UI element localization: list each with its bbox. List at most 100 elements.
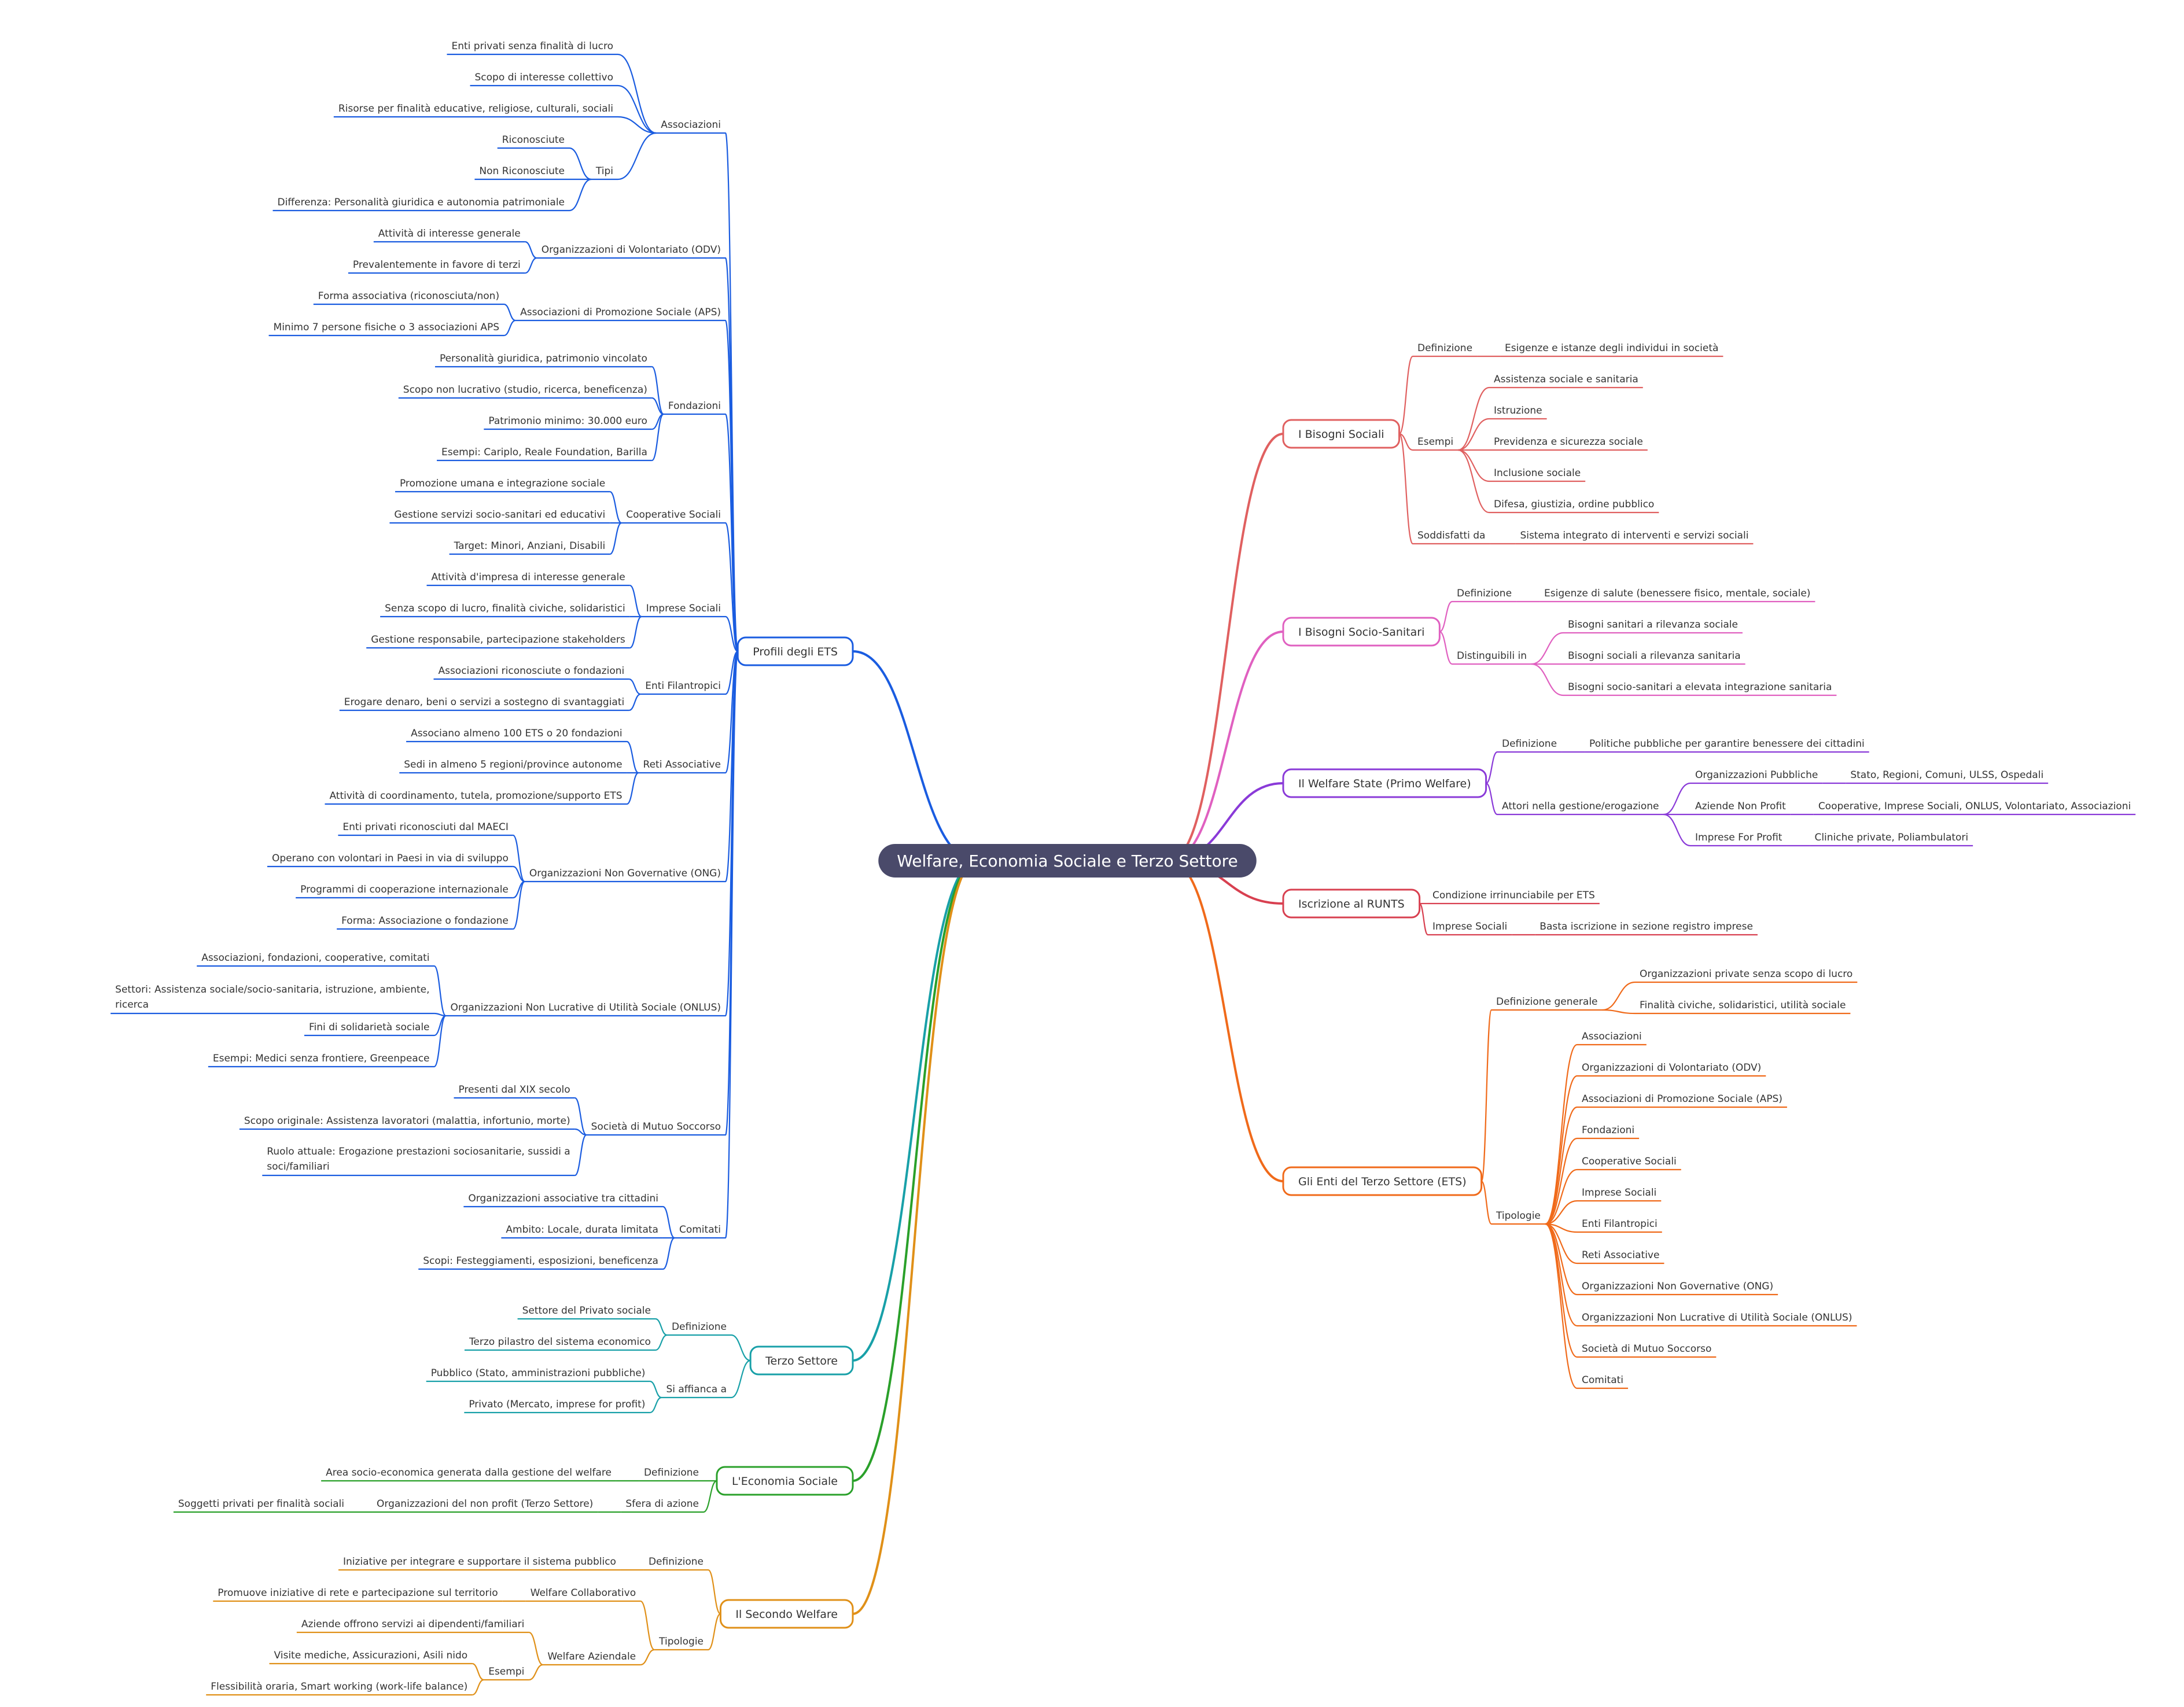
sub-reti[interactable]: Reti Associative — [643, 759, 721, 770]
root-bubble[interactable] — [878, 844, 1257, 878]
sub-definizione-generale[interactable]: Definizione generale — [1496, 996, 1598, 1008]
leaf-comitati: Ambito: Locale, durata limitata — [506, 1224, 658, 1236]
connector-line — [1480, 1009, 1493, 1182]
branch-economia-sociale[interactable]: L'Economia Sociale — [732, 1475, 838, 1488]
connector-line — [529, 1664, 543, 1681]
connector-line — [1545, 1223, 1578, 1327]
connector-line — [708, 1613, 721, 1651]
leaf-tipologia: Organizzazioni di Volontariato (ODV) — [1582, 1062, 1761, 1074]
sub-definizione[interactable]: Definizione — [1457, 588, 1512, 599]
connector-line — [617, 84, 657, 134]
leaf-tipologia: Organizzazioni Non Lucrative di Utilità … — [1582, 1312, 1852, 1323]
sub-esempi[interactable]: Esempi — [488, 1666, 524, 1677]
connector-line — [1169, 631, 1284, 862]
leaf-fondazioni: Scopo non lucrativo (studio, ricerca, be… — [403, 384, 647, 396]
connector-line — [574, 1128, 587, 1136]
leaf-definizione: Area socio-economica generata dalla gest… — [326, 1467, 612, 1479]
connector-line — [609, 522, 622, 555]
sub-welfare-aziendale[interactable]: Welfare Aziendale — [547, 1651, 636, 1662]
connector-line — [1419, 902, 1429, 936]
sub-odv[interactable]: Organizzazioni di Volontariato (ODV) — [542, 244, 721, 256]
connector-line — [651, 366, 664, 415]
connector-line — [724, 650, 739, 1239]
leaf-definizione-generale: Organizzazioni private senza scopo di lu… — [1640, 968, 1852, 980]
sub-cooperative[interactable]: Cooperative Sociali — [626, 509, 721, 521]
sub-definizione[interactable]: Definizione — [672, 1321, 727, 1333]
leaf-aziendale: Aziende offrono servizi ai dipendenti/fa… — [301, 1618, 525, 1630]
sub-attore[interactable]: Aziende Non Profit — [1695, 801, 1786, 812]
sub-attore[interactable]: Imprese For Profit — [1695, 832, 1782, 843]
sub-esempi[interactable]: Esempi — [1417, 436, 1453, 448]
connector-line — [731, 1334, 751, 1362]
connector-line — [1531, 632, 1564, 665]
connector-line — [513, 865, 525, 883]
sub-filantropici[interactable]: Enti Filantropici — [645, 680, 721, 692]
branch-secondo-welfare[interactable]: Il Secondo Welfare — [735, 1608, 838, 1621]
connector-line — [433, 1015, 447, 1068]
sub-tipologie[interactable]: Tipologie — [1496, 1210, 1541, 1222]
sub-ong[interactable]: Organizzazioni Non Governative (ONG) — [529, 868, 721, 879]
leaf-odv: Attività di interesse generale — [378, 228, 521, 239]
connector-line — [1457, 449, 1490, 514]
leaf-soddisfatti: Sistema integrato di interventi e serviz… — [1520, 530, 1748, 541]
sub-definizione[interactable]: Definizione — [649, 1556, 704, 1568]
leaf-attore: Cliniche private, Poliambulatori — [1814, 832, 1968, 843]
leaf-esempio: Previdenza e sicurezza sociale — [1494, 436, 1643, 448]
sub-definizione[interactable]: Definizione — [1417, 342, 1472, 354]
branch-ets[interactable]: Gli Enti del Terzo Settore (ETS) — [1298, 1175, 1467, 1188]
sub-soddisfatti[interactable]: Soddisfatti da — [1417, 530, 1485, 541]
sub-tipi[interactable]: Tipi — [595, 165, 613, 177]
sub-aps[interactable]: Associazioni di Promozione Sociale (APS) — [520, 307, 721, 318]
sub-attore[interactable]: Organizzazioni Pubbliche — [1695, 769, 1818, 781]
connector-line — [617, 132, 657, 180]
sub-onlus[interactable]: Organizzazioni Non Lucrative di Utilità … — [451, 1002, 721, 1013]
sub-associazioni[interactable]: Associazioni — [661, 119, 721, 131]
connector-line — [609, 491, 622, 524]
leaf-attore: Cooperative, Imprese Sociali, ONLUS, Vol… — [1818, 801, 2131, 812]
leaf-definizione: Esigenze di salute (benessere fisico, me… — [1544, 588, 1810, 599]
sub-fondazioni[interactable]: Fondazioni — [668, 400, 721, 412]
sub-tipologie[interactable]: Tipologie — [658, 1636, 704, 1647]
sub-imprese-sociali[interactable]: Imprese Sociali — [1432, 921, 1507, 932]
leaf-comitati: Organizzazioni associative tra cittadini — [468, 1193, 658, 1204]
branch-terzo-settore[interactable]: Terzo Settore — [765, 1355, 838, 1367]
branch-bisogni-sociali[interactable]: I Bisogni Sociali — [1298, 428, 1384, 441]
sub-mutuo[interactable]: Società di Mutuo Soccorso — [591, 1121, 721, 1133]
branch-welfare-state[interactable]: Il Welfare State (Primo Welfare) — [1298, 777, 1471, 790]
connector-line — [626, 740, 639, 774]
branch-runts[interactable]: Iscrizione al RUNTS — [1298, 898, 1405, 910]
leaf-tipologia: Fondazioni — [1582, 1125, 1634, 1136]
connector-line — [1545, 1223, 1578, 1296]
leaf-mutuo: Presenti dal XIX secolo — [458, 1084, 570, 1096]
connector-line — [1398, 355, 1414, 435]
sub-definizione[interactable]: Definizione — [1502, 738, 1557, 750]
connector-line — [662, 1237, 675, 1270]
connector-line — [703, 1480, 717, 1513]
root-title[interactable]: Welfare, Economia Sociale e Terzo Settor… — [897, 851, 1238, 871]
connector-line — [651, 397, 664, 415]
branch-profili-ets[interactable]: Profili degli ETS — [753, 646, 838, 658]
branch-bisogni-socio-sanitari[interactable]: I Bisogni Socio-Sanitari — [1298, 626, 1424, 639]
leaf-distinguibile: Bisogni sanitari a rilevanza sociale — [1568, 619, 1738, 631]
leaf-imprese-sociali: Basta iscrizione in sezione registro imp… — [1540, 921, 1753, 932]
sub-sfera-di-azione[interactable]: Sfera di azione — [625, 1498, 699, 1510]
sub-distinguibili[interactable]: Distinguibili in — [1457, 650, 1527, 662]
connector-line — [525, 257, 537, 274]
root-node[interactable]: Welfare, Economia Sociale e Terzo Settor… — [878, 844, 1257, 878]
connector-line — [731, 1359, 751, 1399]
leaf-filantropici: Erogare denaro, beni o servizi a sostegn… — [344, 696, 624, 708]
leaf-cooperative: Promozione umana e integrazione sociale — [400, 478, 605, 489]
connector-line — [1458, 449, 1490, 482]
leaf-definizione: Iniziative per integrare e supportare il… — [343, 1556, 616, 1568]
sub-definizione[interactable]: Definizione — [644, 1467, 699, 1479]
leaf-ong: Programmi di cooperazione internazionale — [300, 884, 509, 895]
leaf-ong: Operano con volontari in Paesi in via di… — [272, 853, 509, 864]
connector-line — [528, 1631, 543, 1666]
sub-welfare-collaborativo[interactable]: Welfare Collaborativo — [531, 1587, 636, 1599]
sub-attori[interactable]: Attori nella gestione/erogazione — [1502, 801, 1659, 812]
connector-line — [1545, 1106, 1578, 1225]
sub-si-affianca[interactable]: Si affianca a — [666, 1384, 727, 1395]
sub-imprese[interactable]: Imprese Sociali — [646, 603, 721, 614]
sub-comitati[interactable]: Comitati — [679, 1224, 721, 1236]
